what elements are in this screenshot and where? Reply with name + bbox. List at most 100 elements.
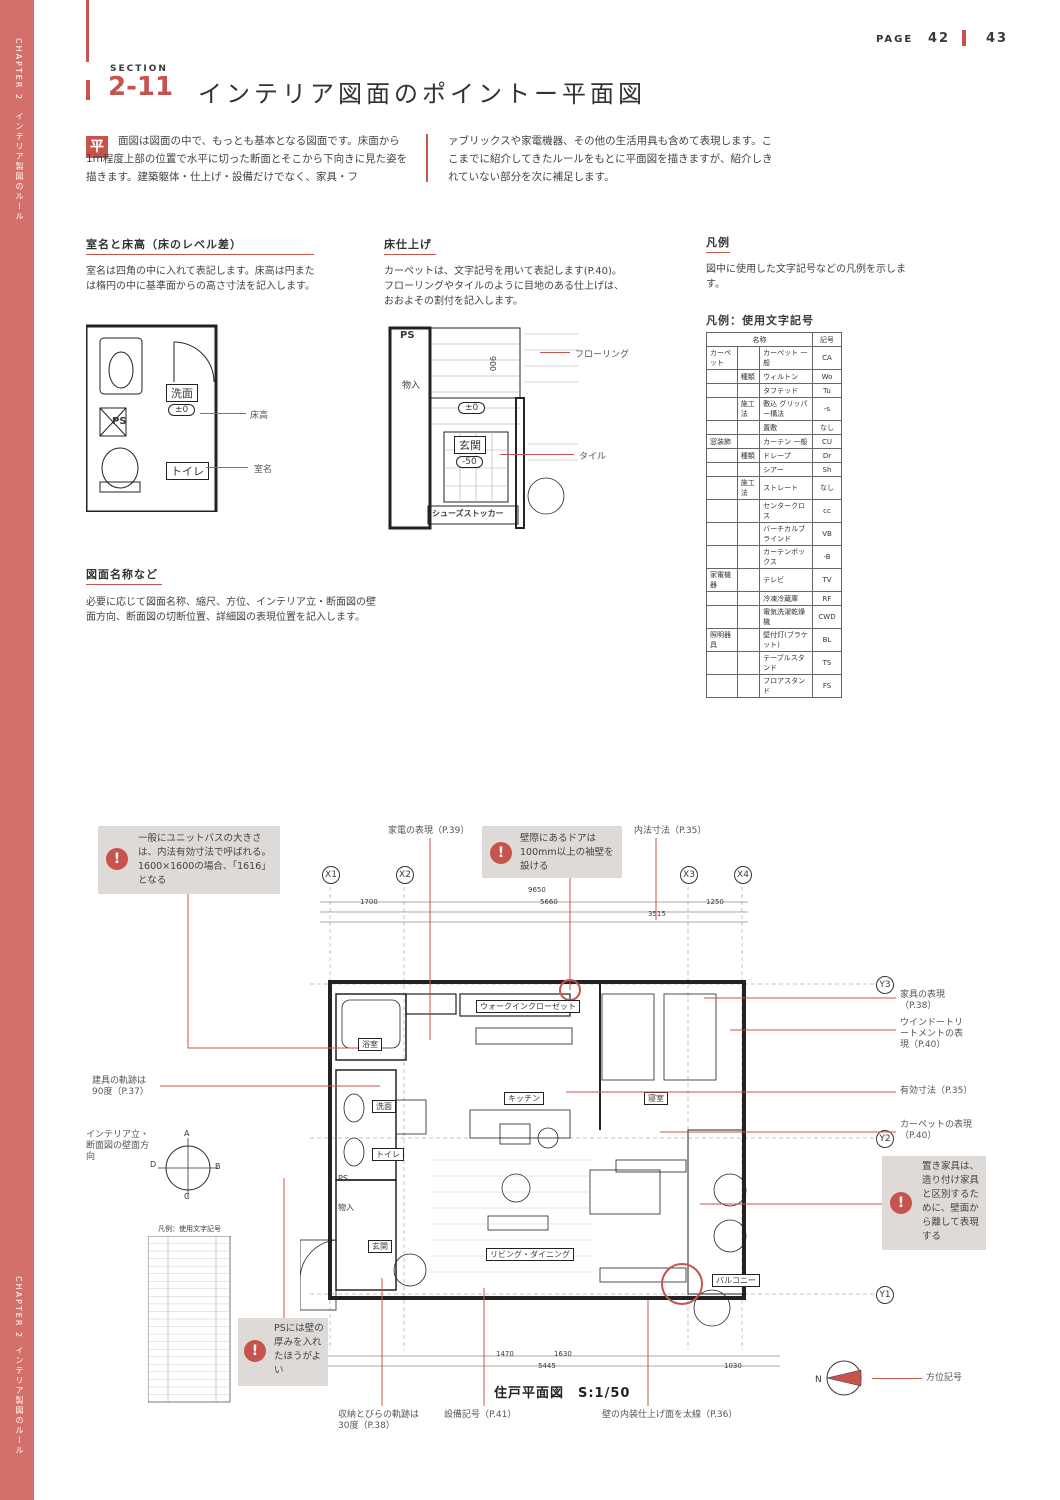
legend-code: FS: [812, 674, 842, 698]
sidebar-chapter-bottom: CHAPTER 2: [14, 1276, 23, 1340]
room-level-diagram: [86, 324, 218, 512]
plan-room-ps: PS: [338, 1174, 348, 1183]
legend-code: CA: [812, 346, 842, 370]
room-name-leader: [206, 467, 248, 468]
legend-category: [706, 674, 738, 698]
legend-col-code: 記号: [812, 332, 842, 347]
legend-subcategory: [736, 651, 761, 675]
warning-icon: !: [490, 842, 512, 864]
intro-kanji: 平: [86, 136, 108, 158]
legend-name: 壁付灯(ブラケット): [759, 628, 813, 652]
legend-name: 電気洗濯乾燥機: [759, 605, 813, 629]
compass-a: A: [184, 1129, 190, 1138]
finish-level-label: ±0: [458, 402, 486, 414]
ann-storage-swing: 収納とびらの軌跡は30度（P.38）: [338, 1410, 420, 1431]
floor-level-caption: 床高: [250, 411, 269, 421]
ann-elevation: インテリア立・断面図の壁面方向: [86, 1130, 150, 1162]
compass-b: B: [215, 1162, 221, 1171]
legend-category: 家電機器: [706, 568, 738, 592]
ann-north: 方位記号: [926, 1373, 963, 1383]
heading-underline: [86, 584, 162, 585]
note-ps-text: PSには壁の厚みを入れたほうがよい: [274, 1323, 324, 1376]
legend-code: Tu: [812, 383, 842, 398]
legend-row: 置敷なし: [706, 420, 842, 435]
axis-x2: X2: [396, 866, 414, 884]
legend-subcategory: 施工法: [736, 397, 761, 421]
legend-code: cc: [812, 499, 842, 523]
note-ps: ! PSには壁の厚みを入れたほうがよい: [238, 1318, 328, 1386]
flooring-leader: [540, 352, 570, 353]
legend-code: なし: [812, 420, 842, 435]
legend-subcategory: [736, 346, 761, 370]
finish-dim: 900: [488, 356, 497, 372]
legend-category: [706, 369, 738, 384]
legend-name: カーテン 一般: [759, 434, 813, 449]
note-placed-furniture: ! 置き家具は、造り付け家具と区別するために、壁面から離して表現する: [882, 1156, 986, 1250]
plan-room-living: リビング・ダイニング: [486, 1248, 574, 1261]
legend-category: [706, 462, 738, 477]
header-rule: [86, 0, 89, 62]
room-label-washroom: 洗面: [166, 384, 198, 402]
legend-subcategory: [736, 522, 761, 546]
floor-level-leader: [200, 413, 246, 414]
note-unit-bath: ! 一般にユニットバスの大きさは、内法有効寸法で呼ばれる。1600×1600の場…: [98, 826, 280, 894]
legend-category: [706, 383, 738, 398]
ann-door-swing: 建具の軌跡は90度（P.37）: [92, 1076, 149, 1097]
dim-top-2: 5660: [540, 898, 558, 906]
legend-row: カーテンボックス-B: [706, 545, 842, 569]
page-title: インテリア図面のポイントー平面図: [198, 80, 646, 108]
legend-name: テレビ: [759, 568, 813, 592]
legend-subcategory: [736, 383, 761, 398]
legend-category: [706, 605, 738, 629]
svg-text:N: N: [815, 1375, 822, 1385]
legend-code: Dr: [812, 448, 842, 463]
heading-legend: 凡例: [706, 236, 730, 249]
legend-code: BL: [812, 628, 842, 652]
legend-name: センタークロス: [759, 499, 813, 523]
legend-name: タフテッド: [759, 383, 813, 398]
legend-name: フロアスタンド: [759, 674, 813, 698]
legend-subcategory: [736, 591, 761, 606]
flooring-caption: フローリング: [575, 350, 630, 360]
section-number: 2-11: [108, 72, 174, 102]
legend-code: TV: [812, 568, 842, 592]
section-marker: [86, 80, 90, 100]
floor-plan-drawing: [300, 880, 880, 1367]
legend-subcategory: [736, 499, 761, 523]
legend-subcategory: 種類: [736, 448, 761, 463]
legend-code: なし: [812, 476, 842, 500]
dim-top-4: 3515: [648, 910, 666, 918]
dim-bottom-2: 1630: [554, 1350, 572, 1358]
warning-icon: !: [244, 1340, 266, 1362]
legend-subcategory: [736, 568, 761, 592]
plan-room-bedroom: 寝室: [644, 1092, 668, 1105]
legend-name: ストレート: [759, 476, 813, 500]
finish-ps-label: PS: [400, 330, 415, 341]
legend-row: 照明器具壁付灯(ブラケット)BL: [706, 628, 842, 652]
tile-leader: [500, 454, 574, 455]
heading-room-level: 室名と床高（床のレベル差）: [86, 238, 242, 251]
intro-divider: [426, 134, 428, 182]
legend-name: シアー: [759, 462, 813, 477]
legend-category: 照明器具: [706, 628, 738, 652]
dim-top-3: 1250: [706, 898, 724, 906]
ann-wall-line: 壁の内装仕上げ面を太線（P.36）: [602, 1410, 738, 1420]
legend-body: 図中に使用した文字記号などの凡例を示します。: [706, 264, 906, 290]
plan-room-bath: 浴室: [358, 1038, 382, 1051]
axis-x4: X4: [734, 866, 752, 884]
legend-code: TS: [812, 651, 842, 675]
heading-underline: [86, 254, 314, 255]
finish-entry-label: 玄関: [454, 436, 486, 454]
floor-finish-diagram: [388, 326, 578, 530]
legend-category: [706, 420, 738, 435]
note-door-text: 壁際にあるドアは100mm以上の袖壁を設ける: [520, 833, 614, 872]
floor-level-label: ±0: [168, 404, 196, 416]
